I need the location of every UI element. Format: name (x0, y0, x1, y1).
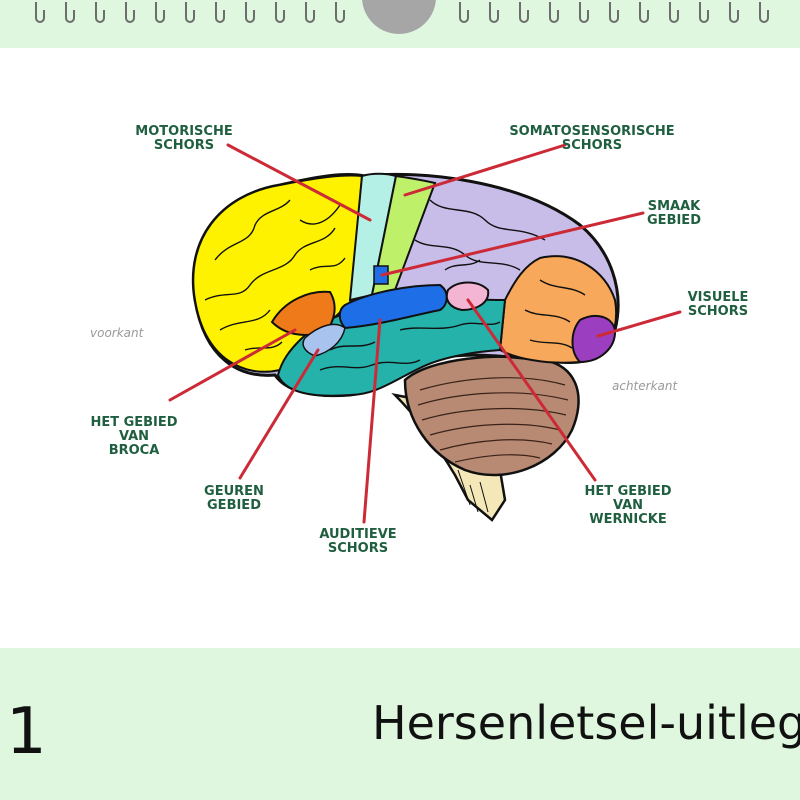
cerebellum (405, 357, 579, 475)
label-wernicke-area: HET GEBIED VAN WERNICKE (572, 485, 684, 527)
label-back-side: achterkant (612, 379, 677, 393)
label-motor-cortex: MOTORISCHE SCHORS (128, 125, 240, 153)
label-broca-area: HET GEBIED VAN BROCA (80, 416, 188, 458)
calendar-title: Hersenletsel-uitleg (372, 700, 800, 746)
label-taste-area: SMAAK GEBIED (636, 200, 712, 228)
label-smell-area: GEUREN GEBIED (192, 485, 276, 513)
label-auditory-cortex: AUDITIEVE SCHORS (308, 528, 408, 556)
label-somatosensory-cortex: SOMATOSENSORISCHE SCHORS (496, 125, 688, 153)
visual-cortex-area (573, 316, 616, 362)
label-visual-cortex: VISUELE SCHORS (678, 291, 758, 319)
calendar-day-number: 1 (6, 700, 47, 764)
label-front-side: voorkant (90, 326, 143, 340)
